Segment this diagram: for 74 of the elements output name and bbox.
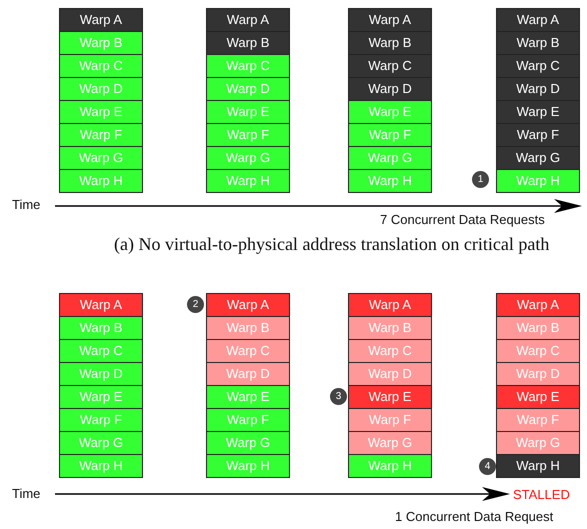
warp-slot: Warp H [348, 169, 432, 193]
step-number-badge: 1 [472, 171, 489, 188]
warp-slot: Warp D [206, 77, 290, 101]
warp-slot: Warp G [59, 431, 143, 455]
status-label: STALLED [513, 487, 570, 502]
warp-slot: Warp F [348, 123, 432, 147]
warp-slot: Warp H [206, 454, 290, 478]
warp-slot: Warp B [348, 31, 432, 55]
request-count-note: 1 Concurrent Data Request [395, 509, 554, 524]
warp-slot: Warp D [496, 77, 580, 101]
axis-label: Time [12, 486, 40, 501]
warp-slot: Warp F [496, 408, 580, 432]
warp-slot: Warp G [496, 431, 580, 455]
warp-slot: Warp F [206, 408, 290, 432]
warp-slot: Warp D [496, 362, 580, 386]
warp-slot: Warp B [59, 31, 143, 55]
warp-slot: Warp C [206, 339, 290, 363]
warp-slot: Warp H [348, 454, 432, 478]
warp-slot: Warp G [348, 146, 432, 170]
warp-slot: Warp A [348, 293, 432, 317]
warp-slot: Warp D [348, 77, 432, 101]
warp-slot: Warp G [496, 146, 580, 170]
request-count-note: 7 Concurrent Data Requests [380, 212, 545, 227]
warp-slot: Warp A [496, 8, 580, 32]
warp-slot: Warp C [348, 339, 432, 363]
axis-label: Time [12, 197, 40, 212]
warp-slot: Warp B [206, 31, 290, 55]
warp-slot: Warp E [59, 385, 143, 409]
warp-slot: Warp H [496, 169, 580, 193]
warp-slot: Warp D [59, 77, 143, 101]
warp-slot: Warp D [206, 362, 290, 386]
warp-slot: Warp F [59, 123, 143, 147]
step-number-badge: 2 [187, 296, 204, 313]
warp-slot: Warp A [206, 8, 290, 32]
warp-slot: Warp G [348, 431, 432, 455]
warp-slot: Warp H [59, 169, 143, 193]
warp-slot: Warp C [206, 54, 290, 78]
warp-slot: Warp A [59, 8, 143, 32]
warp-slot: Warp F [348, 408, 432, 432]
warp-slot: Warp B [496, 316, 580, 340]
warp-slot: Warp A [496, 293, 580, 317]
warp-slot: Warp E [59, 100, 143, 124]
warp-slot: Warp B [348, 316, 432, 340]
warp-slot: Warp C [496, 54, 580, 78]
warp-slot: Warp G [59, 146, 143, 170]
warp-slot: Warp C [59, 54, 143, 78]
warp-slot: Warp H [496, 454, 580, 478]
warp-slot: Warp E [496, 385, 580, 409]
warp-slot: Warp B [206, 316, 290, 340]
warp-slot: Warp B [496, 31, 580, 55]
warp-slot: Warp D [348, 362, 432, 386]
warp-slot: Warp E [206, 100, 290, 124]
step-number-badge: 4 [479, 458, 496, 475]
warp-slot: Warp G [206, 146, 290, 170]
warp-slot: Warp B [59, 316, 143, 340]
warp-slot: Warp H [206, 169, 290, 193]
warp-slot: Warp F [496, 123, 580, 147]
warp-slot: Warp E [496, 100, 580, 124]
warp-slot: Warp E [348, 385, 432, 409]
warp-slot: Warp F [206, 123, 290, 147]
warp-slot: Warp A [59, 293, 143, 317]
figure-caption: (a) No virtual-to-physical address translation on critical path [114, 234, 550, 255]
warp-slot: Warp C [496, 339, 580, 363]
warp-slot: Warp H [59, 454, 143, 478]
warp-slot: Warp E [206, 385, 290, 409]
warp-slot: Warp C [59, 339, 143, 363]
warp-slot: Warp C [348, 54, 432, 78]
warp-slot: Warp D [59, 362, 143, 386]
warp-slot: Warp A [206, 293, 290, 317]
step-number-badge: 3 [330, 388, 347, 405]
warp-slot: Warp F [59, 408, 143, 432]
warp-slot: Warp G [206, 431, 290, 455]
warp-slot: Warp A [348, 8, 432, 32]
warp-slot: Warp E [348, 100, 432, 124]
